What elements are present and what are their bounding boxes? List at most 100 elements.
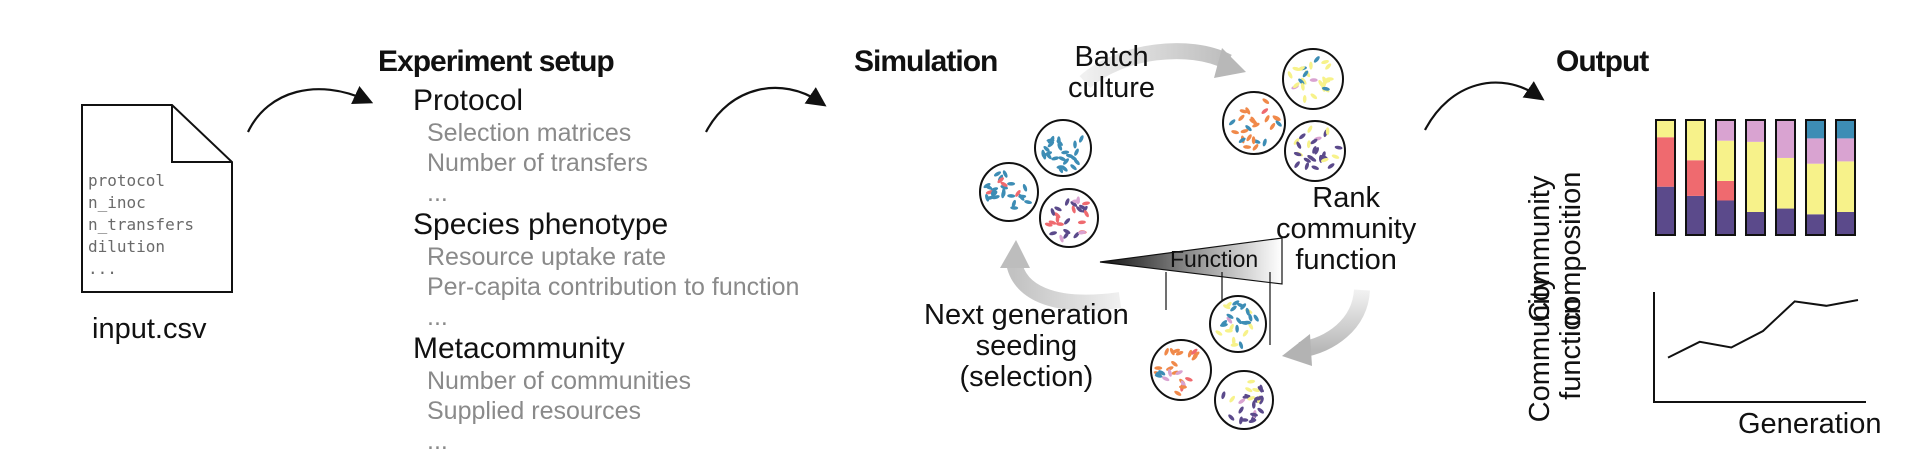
bacterium-cell xyxy=(1327,163,1335,169)
bacterium-cell xyxy=(1001,190,1005,199)
bacterium-cell xyxy=(1325,63,1332,70)
bacterium-cell xyxy=(1301,77,1307,85)
bar-segment xyxy=(1686,195,1705,235)
bacterium-cell xyxy=(1229,395,1236,403)
flow-arrow-1 xyxy=(247,86,374,133)
bacterium-cell xyxy=(1298,133,1306,140)
bacterium-cell xyxy=(1239,109,1248,114)
bacterium-cell xyxy=(1252,144,1259,151)
bacterium-cell xyxy=(1253,314,1259,322)
bacterium-cell xyxy=(1061,150,1070,155)
bar-segment xyxy=(1806,214,1825,235)
bacterium-cell xyxy=(1245,387,1253,393)
bacterium-cell xyxy=(1273,115,1281,121)
bar-segment xyxy=(1716,140,1735,181)
bacterium-cell xyxy=(997,177,1004,184)
bacterium-cell xyxy=(1221,391,1226,400)
bacterium-cell xyxy=(1056,222,1064,226)
bacterium-cell xyxy=(1073,140,1077,149)
bacterium-cell xyxy=(1264,115,1270,123)
bacterium-cell xyxy=(1154,366,1163,370)
bacterium-cell xyxy=(1058,165,1064,174)
bacterium-cell xyxy=(1312,146,1317,154)
bacterium-cell xyxy=(1240,129,1249,134)
bar-segment xyxy=(1776,120,1795,158)
bacterium-cell xyxy=(1231,130,1239,135)
bacterium-cell xyxy=(1174,390,1182,396)
file-line: ... xyxy=(88,259,117,278)
batch-culture-label: Batch culture xyxy=(1068,41,1156,104)
bacterium-cell xyxy=(1049,231,1058,236)
bacterium-cell xyxy=(1238,341,1244,350)
bacterium-cell xyxy=(1302,95,1307,103)
bacterium-cell xyxy=(1064,218,1071,225)
setup-item: Number of transfers xyxy=(427,149,648,177)
bacterium-cell xyxy=(1236,302,1245,308)
bacterium-cell xyxy=(1007,182,1016,186)
composition-bar xyxy=(1775,119,1796,236)
setup-item: Supplied resources xyxy=(427,397,642,425)
setup-item: Number of communities xyxy=(427,367,691,395)
bacterium-cell xyxy=(1022,183,1028,192)
bacterium-cell xyxy=(1225,301,1232,309)
bacterium-cell xyxy=(1292,82,1300,89)
bacterium-cell xyxy=(1297,66,1305,71)
bar-segment xyxy=(1716,180,1735,201)
bacterium-cell xyxy=(1071,205,1076,214)
bacterium-cell xyxy=(1018,194,1027,199)
bacterium-cell xyxy=(1262,98,1270,105)
bacterium-cell xyxy=(1166,366,1174,371)
bacterium-cell xyxy=(1251,400,1256,409)
bacterium-cell xyxy=(1306,140,1311,149)
bacterium-cell xyxy=(1007,194,1016,198)
community-plate xyxy=(1209,295,1267,353)
bacterium-cell xyxy=(1257,386,1264,393)
bar-segment xyxy=(1776,157,1795,209)
bacterium-cell xyxy=(1000,181,1008,187)
bacterium-cell xyxy=(1082,205,1088,213)
bacterium-cell xyxy=(1247,379,1256,384)
composition-bar-chart xyxy=(1655,119,1856,236)
function-gradient-wedge xyxy=(1099,237,1283,285)
setup-list: Protocol Selection matrices Number of tr… xyxy=(413,84,799,456)
bacterium-cell xyxy=(1228,119,1236,126)
bar-segment xyxy=(1686,120,1705,161)
bacterium-cell xyxy=(1169,347,1175,356)
composition-bar xyxy=(1745,119,1766,236)
bar-segment xyxy=(1806,163,1825,215)
bar-segment xyxy=(1716,200,1735,235)
bacterium-cell xyxy=(1175,350,1184,356)
bacterium-cell xyxy=(1051,156,1060,161)
bacterium-cell xyxy=(1191,348,1198,355)
bacterium-cell xyxy=(1321,59,1329,65)
bacterium-cell xyxy=(1070,201,1078,207)
bacterium-cell xyxy=(1050,208,1055,216)
bacterium-cell xyxy=(1261,108,1269,114)
bacterium-cell xyxy=(1262,138,1267,147)
bacterium-cell xyxy=(1054,206,1062,212)
bar-segment xyxy=(1746,120,1765,142)
composition-bar xyxy=(1805,119,1826,236)
bar-segment xyxy=(1836,212,1855,235)
bacterium-cell xyxy=(1255,395,1264,401)
bacterium-cell xyxy=(1043,145,1050,153)
bar-segment xyxy=(1656,186,1675,235)
bacterium-cell xyxy=(1310,138,1318,145)
bacterium-cell xyxy=(1072,199,1081,204)
bacterium-cell xyxy=(1046,138,1055,143)
composition-bar xyxy=(1715,119,1736,236)
bacterium-cell xyxy=(1309,78,1318,82)
bar-segment xyxy=(1806,120,1825,139)
bacterium-cell xyxy=(1073,158,1080,166)
bacterium-cell xyxy=(1252,387,1260,393)
bacterium-cell xyxy=(1011,199,1017,208)
bacterium-cell xyxy=(1229,323,1234,332)
flow-arrow-3 xyxy=(1424,81,1545,131)
bacterium-cell xyxy=(1058,156,1066,161)
function-plot-axes xyxy=(1653,292,1866,403)
setup-title: Experiment setup xyxy=(378,45,615,78)
bacterium-cell xyxy=(1314,147,1320,155)
composition-bar xyxy=(1685,119,1706,236)
bacterium-cell xyxy=(1248,313,1253,322)
bar-segment xyxy=(1776,208,1795,235)
